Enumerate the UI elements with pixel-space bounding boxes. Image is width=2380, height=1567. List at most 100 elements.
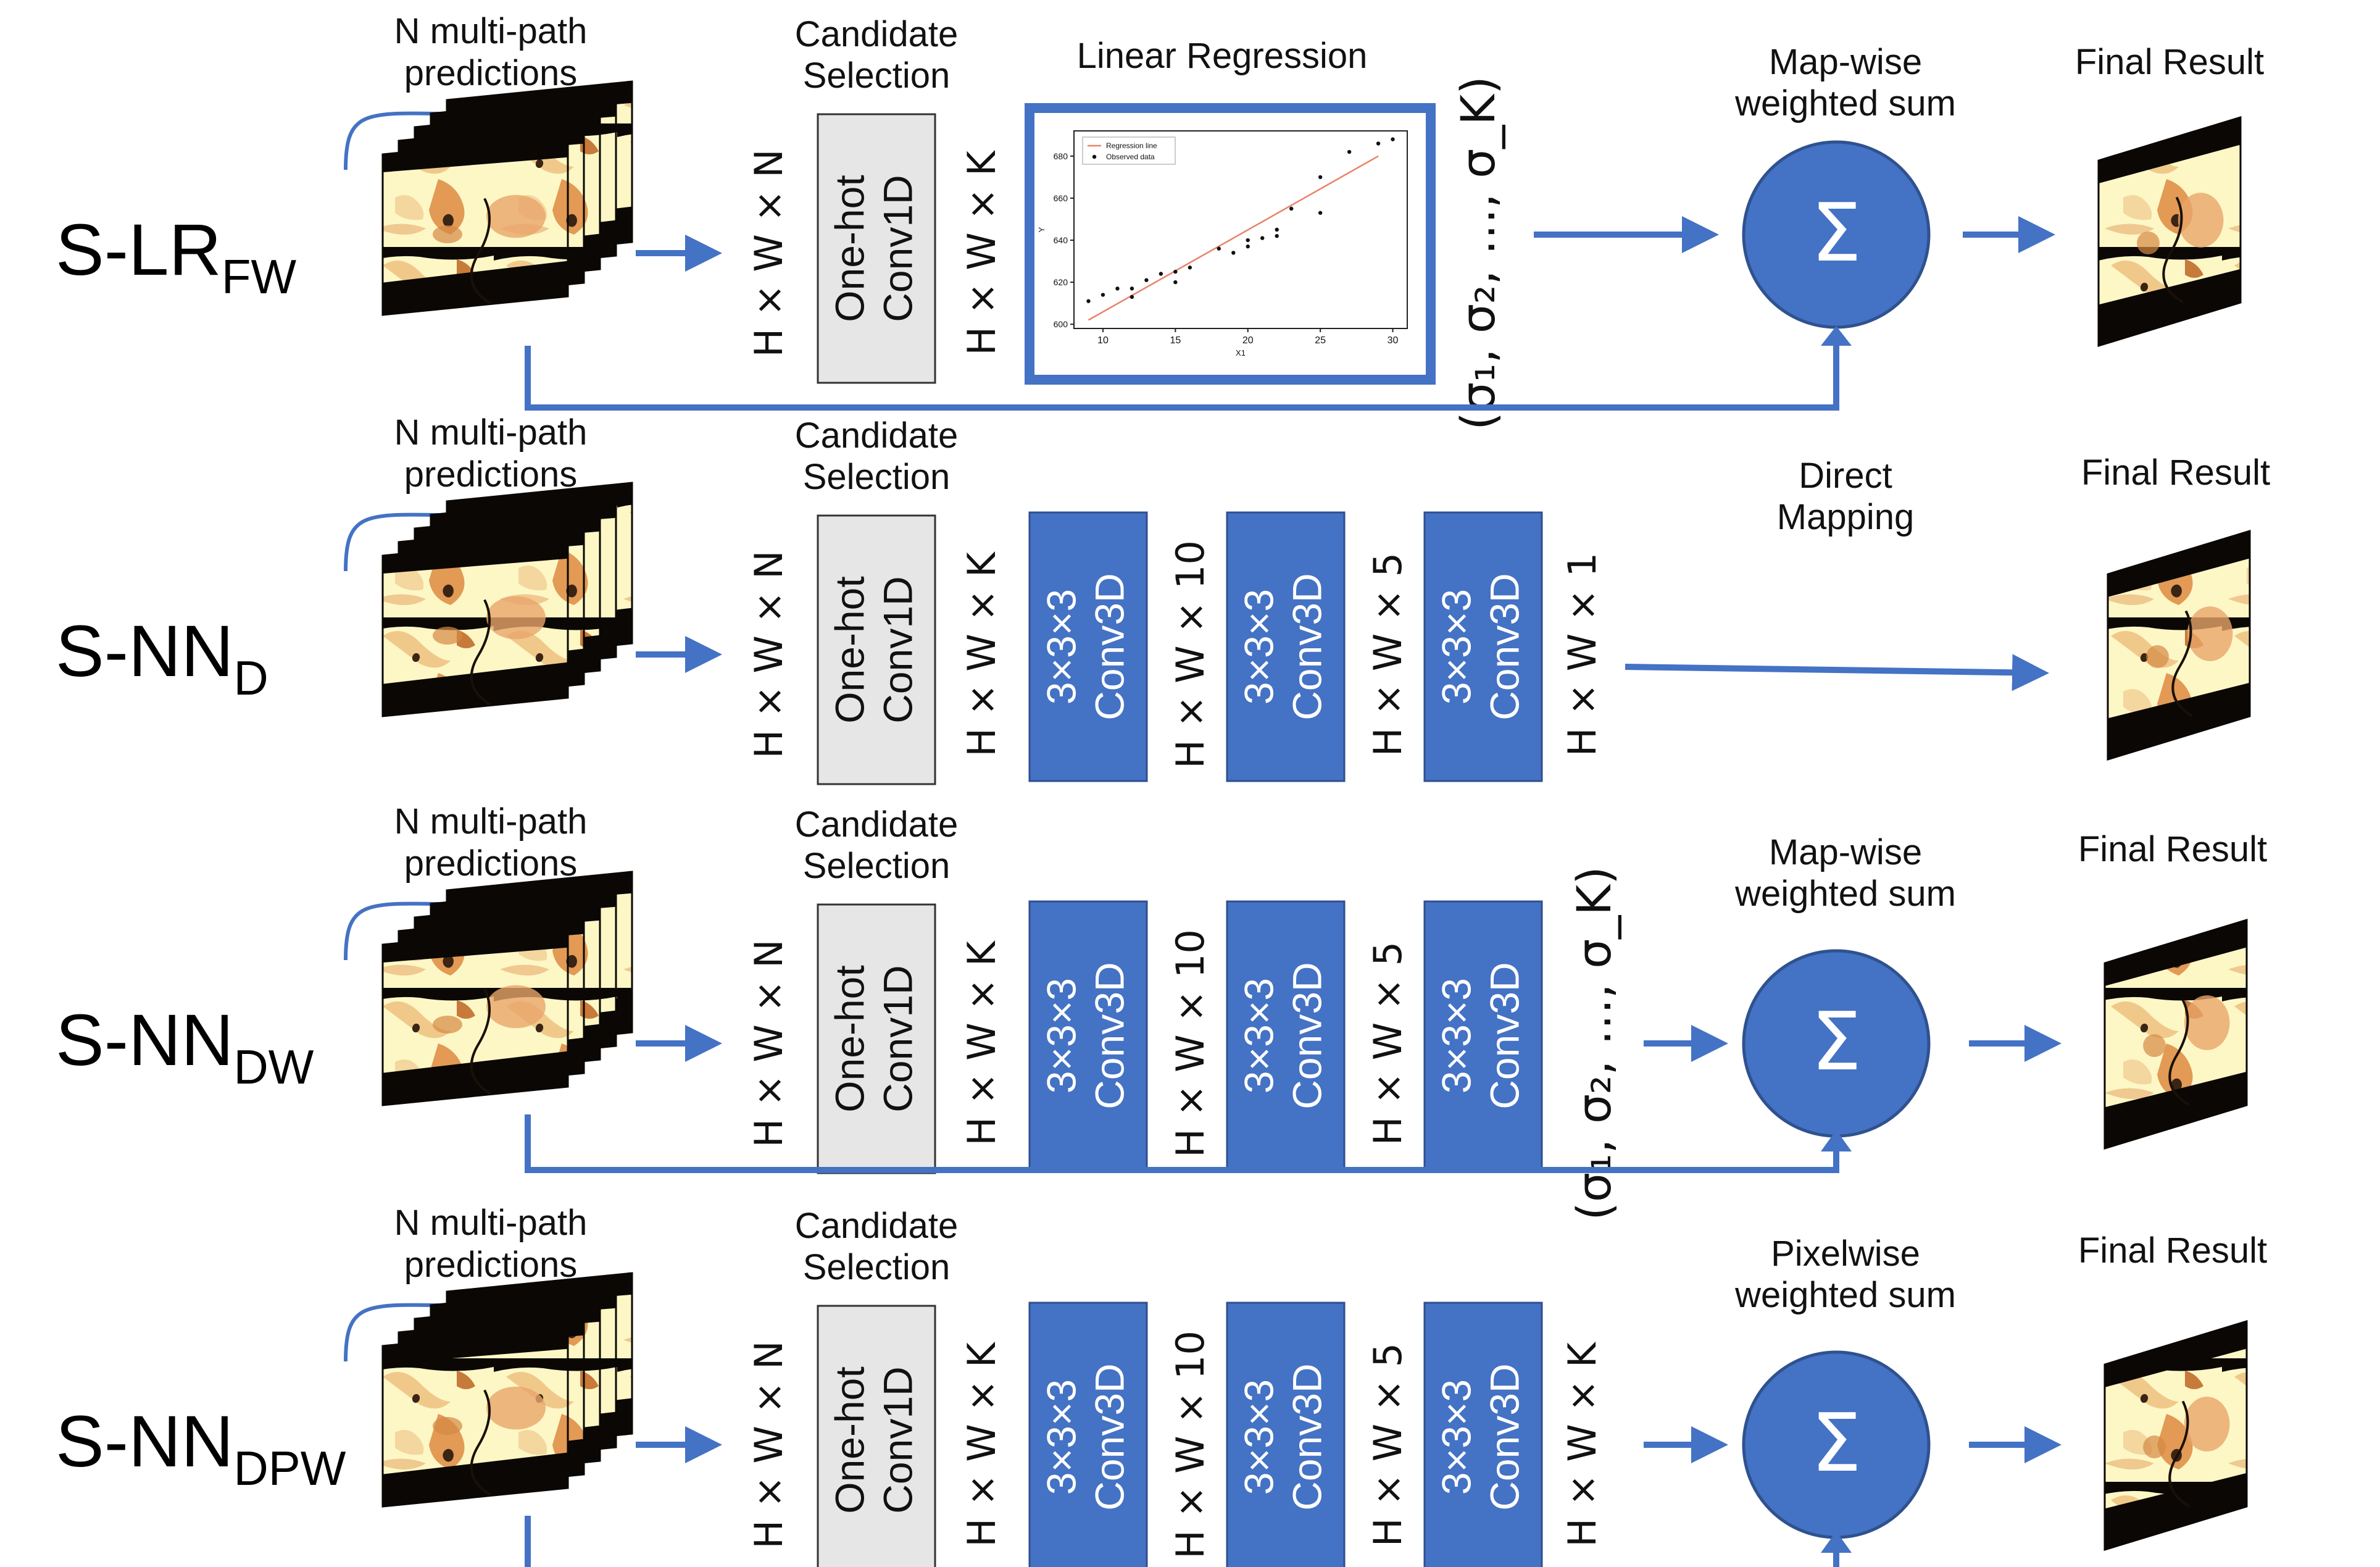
candidate-selection-box-line1: One-hot — [826, 1366, 872, 1513]
conv3d-box-line1: 3×3×3 — [1433, 1379, 1479, 1495]
sum-symbol: Σ — [1811, 1396, 1862, 1490]
conv3d-box-line1: 3×3×3 — [1038, 1379, 1084, 1495]
combine-label-line2: weighted sum — [1734, 1275, 1956, 1315]
map-sheet — [381, 536, 569, 717]
model-name: S-NND — [56, 611, 268, 705]
combine-label-line1: Direct — [1799, 456, 1892, 496]
data-point — [1173, 280, 1178, 285]
candidate-selection-box-line2: Conv1D — [875, 965, 920, 1112]
candidate-label-line1: Candidate — [795, 804, 958, 845]
combine-label-line2: weighted sum — [1734, 83, 1956, 123]
legend-item-regression: Regression line — [1106, 141, 1157, 150]
conv3d-box-line1: 3×3×3 — [1236, 1379, 1281, 1495]
y-tick-label: 680 — [1054, 151, 1068, 161]
dim-label-conv: H × W × 10 — [1168, 1331, 1213, 1559]
sigma-weights: (σ₁, σ₂, …, σ_K) — [1450, 76, 1505, 430]
candidate-selection-box-line2: Conv1D — [875, 1366, 920, 1513]
conv3d-box-line2: Conv3D — [1481, 573, 1527, 720]
dim-label-out: H × W × 1 — [1560, 553, 1605, 756]
input-label-line1: N multi-path — [394, 11, 588, 51]
dim-label-n: H × W × N — [746, 149, 791, 357]
x-tick-label: 20 — [1242, 335, 1254, 346]
combine-label-line2: Mapping — [1777, 497, 1914, 537]
map-sheet — [381, 135, 569, 316]
linear-regression-label: Linear Regression — [1077, 36, 1368, 76]
conv3d-box-line2: Conv3D — [1481, 1363, 1527, 1510]
y-tick-label: 600 — [1054, 319, 1068, 329]
data-point — [1246, 238, 1250, 243]
final-result-label: Final Result — [2081, 453, 2270, 493]
data-point — [1289, 206, 1294, 211]
dim-label-out: H × W × K — [1560, 1342, 1605, 1547]
conv3d-box-line2: Conv3D — [1086, 962, 1132, 1109]
sigma-weights: (σ₁, σ₂, …, σ_K) — [1567, 866, 1621, 1221]
candidate-label-line1: Candidate — [795, 14, 958, 54]
conv3d-box-line2: Conv3D — [1284, 1363, 1329, 1510]
data-point — [1159, 272, 1163, 276]
skip-connection — [525, 1114, 1839, 1173]
candidate-label-line2: Selection — [803, 846, 951, 886]
data-point — [1173, 269, 1178, 274]
data-point — [1246, 244, 1250, 249]
x-tick-label: 25 — [1315, 335, 1326, 346]
data-point — [1318, 175, 1323, 180]
dim-label-k: H × W × K — [959, 551, 1004, 757]
dim-label-conv: H × W × 5 — [1365, 553, 1410, 756]
input-label-line2: predictions — [404, 843, 577, 884]
candidate-selection-box-line2: Conv1D — [875, 175, 920, 322]
input-label-line1: N multi-path — [394, 801, 588, 842]
x-tick-label: 30 — [1388, 335, 1399, 346]
combine-label-line1: Map-wise — [1769, 832, 1922, 872]
input-label-line2: predictions — [404, 1245, 577, 1285]
y-tick-label: 640 — [1054, 235, 1068, 245]
conv3d-box-line1: 3×3×3 — [1433, 978, 1479, 1093]
y-tick-label: 620 — [1054, 277, 1068, 287]
dim-label-conv: H × W × 10 — [1168, 540, 1213, 769]
input-map-stack — [381, 1272, 633, 1508]
regression-line — [1088, 155, 1379, 321]
skip-arrowhead — [1821, 326, 1852, 346]
data-point — [1260, 236, 1265, 240]
dim-label-conv: H × W × 5 — [1365, 942, 1410, 1145]
weighted-sum-node: Σ — [1742, 140, 1931, 329]
map-sheet — [381, 925, 569, 1106]
dim-label-k: H × W × K — [959, 150, 1004, 356]
data-point — [1275, 227, 1279, 232]
candidate-selection-box-line1: One-hot — [826, 576, 872, 723]
data-point — [1086, 299, 1091, 303]
candidate-label-line2: Selection — [803, 56, 951, 96]
sum-symbol: Σ — [1811, 995, 1862, 1089]
data-point — [1376, 141, 1381, 146]
dim-label-conv: H × W × 5 — [1365, 1343, 1410, 1547]
dim-label-k: H × W × K — [959, 940, 1004, 1146]
candidate-selection-box-line1: One-hot — [826, 175, 872, 322]
candidate-selection-box-line2: Conv1D — [875, 576, 920, 723]
conv3d-box-line1: 3×3×3 — [1236, 589, 1281, 704]
candidate-selection-box-line1: One-hot — [826, 965, 872, 1112]
combine-label-line1: Pixelwise — [1771, 1234, 1920, 1274]
combine-label-line1: Map-wise — [1769, 42, 1922, 82]
final-result-map — [2103, 1319, 2248, 1552]
model-name: S-LRFW — [56, 209, 296, 304]
input-map-stack — [381, 80, 633, 316]
dim-label-n: H × W × N — [746, 550, 791, 758]
data-point — [1144, 278, 1149, 282]
conv3d-box-line2: Conv3D — [1284, 962, 1329, 1109]
conv3d-box-line2: Conv3D — [1086, 1363, 1132, 1510]
final-result-label: Final Result — [2078, 1231, 2267, 1271]
candidate-label-line2: Selection — [803, 457, 951, 497]
final-result-map — [2103, 918, 2248, 1150]
